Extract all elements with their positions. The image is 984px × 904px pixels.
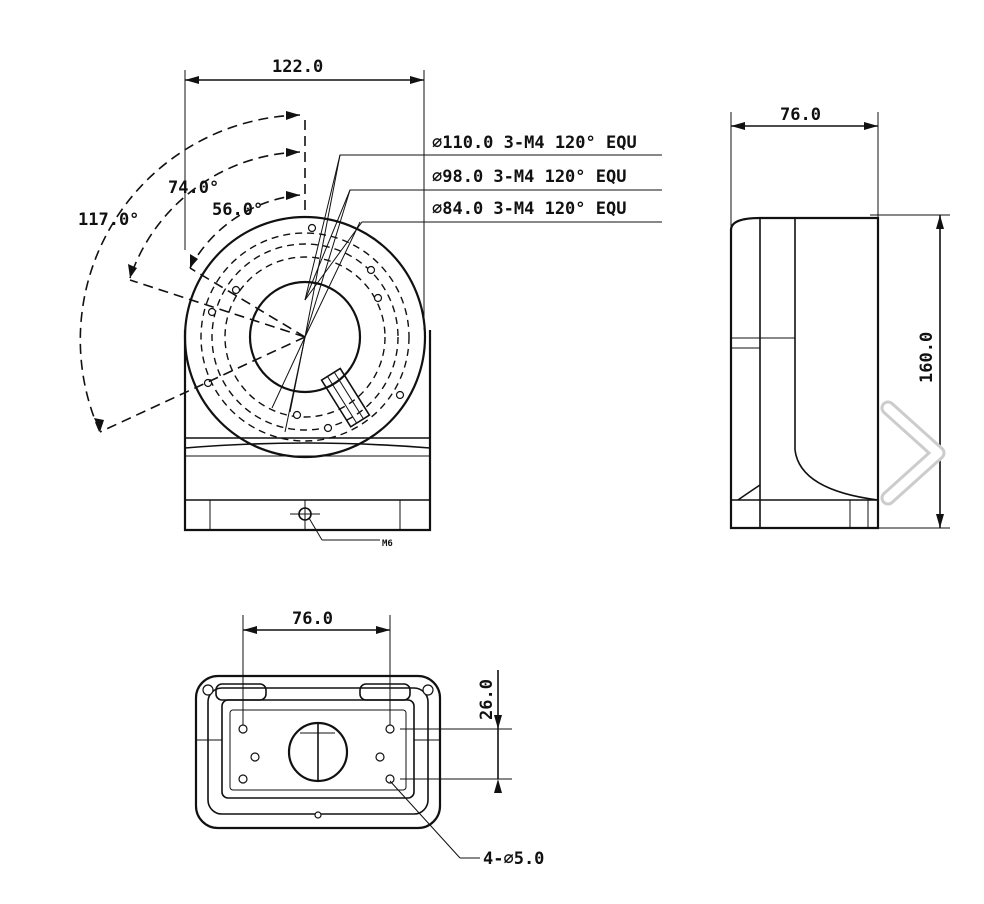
screw-label: M6 xyxy=(382,539,393,549)
chevron-right-icon[interactable] xyxy=(880,400,946,506)
bottom-offset-dimension: 26.0 xyxy=(477,679,497,720)
side-depth-dimension: 76.0 xyxy=(780,105,821,125)
bottom-view: 76.0 26.0 4-∅5.0 xyxy=(194,609,544,869)
front-width-dimension: 122.0 xyxy=(272,57,323,77)
side-view: 76.0 160.0 xyxy=(729,105,950,530)
side-height-dimension: 160.0 xyxy=(917,332,937,383)
callout-84: ∅84.0 3-M4 120° EQU xyxy=(432,199,626,219)
angle-56-label: 56.0° xyxy=(212,200,263,220)
bottom-holes-label: 4-∅5.0 xyxy=(483,849,544,869)
callout-98: ∅98.0 3-M4 120° EQU xyxy=(432,167,626,187)
angle-117-label: 117.0° xyxy=(78,210,139,230)
front-view: 122.0 xyxy=(78,57,662,549)
angle-74-label: 74.0° xyxy=(168,178,219,198)
bottom-spacing-dimension: 76.0 xyxy=(292,609,333,629)
callout-110: ∅110.0 3-M4 120° EQU xyxy=(432,133,637,153)
